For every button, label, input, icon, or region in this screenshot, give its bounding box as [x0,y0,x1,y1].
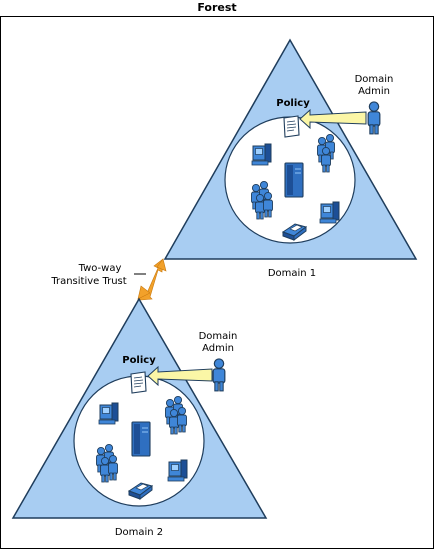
trust-arrowhead-up [156,258,167,272]
workstation-icon [319,201,340,224]
admin-user-icon [367,101,381,135]
workstation-icon [251,143,272,166]
server-icon [131,421,151,457]
domain-1-group: Policy Domain Admin Domain 1 [163,38,418,279]
domain-2-group: Policy Domain Admin Domain 2 [11,297,268,538]
domain-2-admin-line2: Admin [202,343,234,354]
trust-label-line2: Transitive Trust [50,276,126,287]
policy-scroll-icon [283,115,300,138]
domain-2-label: Domain 2 [115,527,163,538]
domain-2-admin-line1: Domain [199,331,238,342]
workstation-icon [167,459,188,482]
domain-1-policy-label: Policy [276,98,310,109]
admin-arrow-icon [299,108,367,130]
domain-1-label: Domain 1 [268,268,316,279]
trust-arrowhead-down [137,285,151,300]
domain-1-admin-line2: Admin [358,86,390,97]
forest-title: Forest [197,1,236,14]
server-icon [284,162,304,198]
admin-arrow-icon [147,365,213,387]
domain-2-policy-label: Policy [122,355,156,366]
admin-user-icon [212,358,226,392]
domain-1-admin-line1: Domain [355,74,394,85]
policy-scroll-icon [130,371,147,394]
trust-label-line1: Two-way [78,263,122,274]
workstation-icon [98,402,119,425]
trust-group: Two-way Transitive Trust [50,258,167,301]
